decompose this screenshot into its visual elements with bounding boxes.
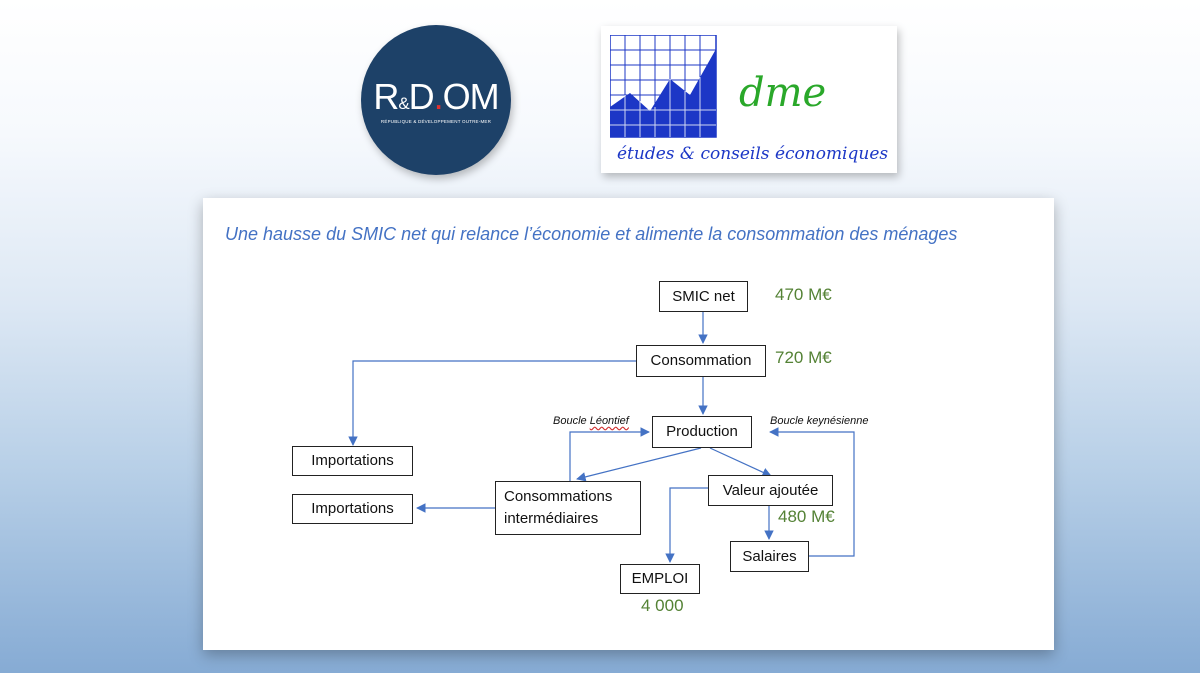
label-boucle-leontief: Boucle Léontief [553, 415, 629, 427]
node-salaires: Salaires [730, 541, 809, 572]
arrow-production-to-ci [576, 447, 702, 482]
value-smic-net: 470 M€ [775, 285, 832, 304]
value-consommation: 720 M€ [775, 348, 832, 367]
node-importations-2: Importations [292, 494, 413, 524]
node-smic-net: SMIC net [659, 281, 748, 312]
rdom-logo: R&D.OM RÉPUBLIQUE & DÉVELOPPEMENT OUTRE-… [361, 25, 511, 175]
node-consommations-intermediaires: Consommations intermédiaires [495, 481, 641, 535]
node-importations-1: Importations [292, 446, 413, 476]
arrow-consommation-to-importations [348, 360, 636, 446]
value-emploi: 4 000 [641, 596, 684, 615]
slide-title: Une hausse du SMIC net qui relance l’éco… [225, 224, 958, 244]
node-valeur-ajoutee: Valeur ajoutée [708, 475, 833, 506]
diagram-slide: Une hausse du SMIC net qui relance l’éco… [203, 198, 1054, 650]
ci-label-line1: Consommations [504, 488, 613, 505]
arrow-leontief-loop [569, 427, 650, 481]
flow-arrows [348, 311, 855, 563]
rdom-logo-subtitle: RÉPUBLIQUE & DÉVELOPPEMENT OUTRE-MER [380, 119, 492, 124]
ci-label-line2: intermédiaires [504, 510, 599, 527]
node-production: Production [652, 416, 752, 448]
dme-logo: dme études & conseils économiques [601, 26, 897, 173]
arrow-va-to-emploi [665, 487, 708, 563]
dme-grid-chart-icon [610, 35, 717, 138]
dme-logo-tagline: études & conseils économiques [617, 144, 889, 164]
arrow-keynesian-loop [769, 427, 855, 557]
value-valeur-ajoutee: 480 M€ [778, 507, 835, 526]
node-emploi: EMPLOI [620, 564, 700, 594]
label-boucle-keynesienne: Boucle keynésienne [770, 415, 869, 427]
arrow-production-to-va [709, 447, 772, 477]
rdom-logo-wordmark: R&D.OM [373, 76, 499, 117]
node-consommation: Consommation [636, 345, 766, 377]
dme-logo-name: dme [739, 70, 827, 116]
